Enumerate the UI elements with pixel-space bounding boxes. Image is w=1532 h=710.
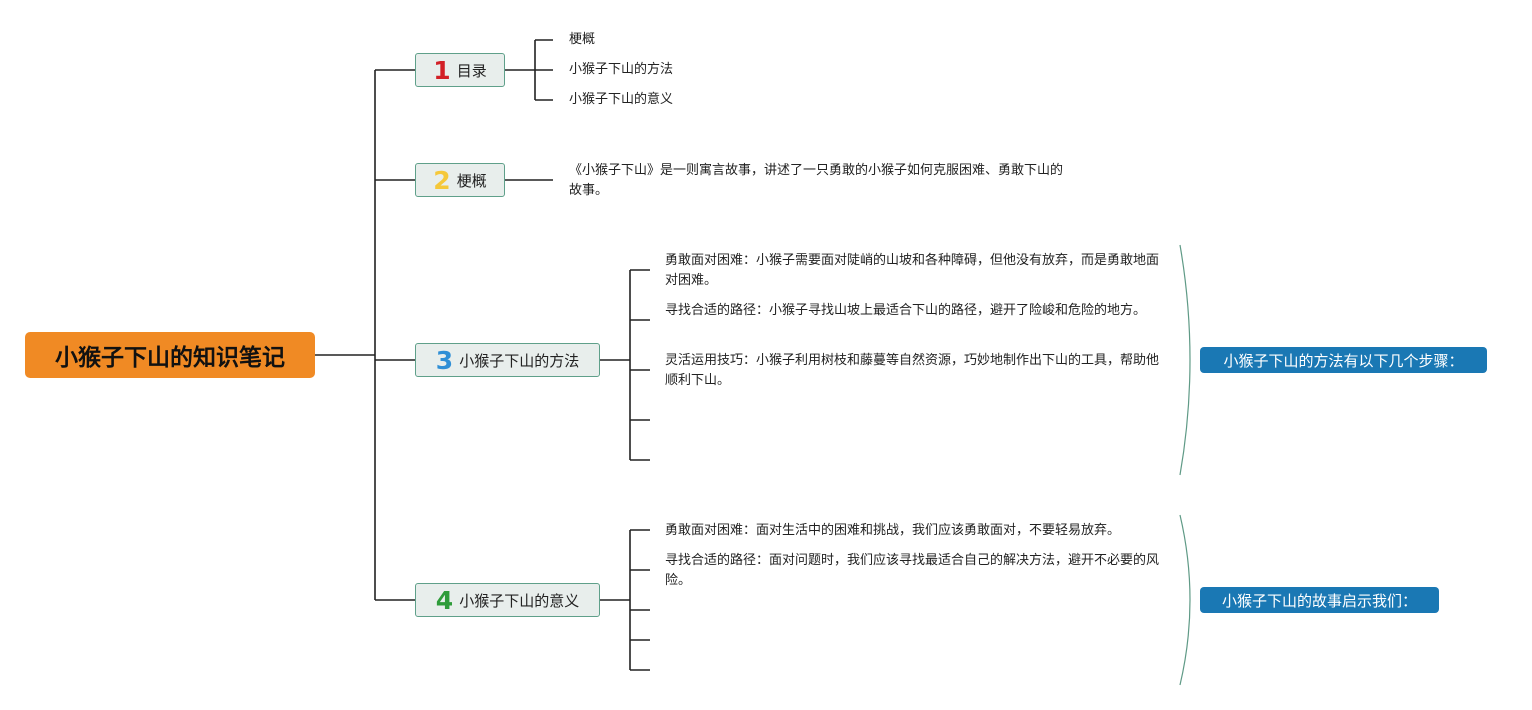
toc-item-meaning[interactable]: 小猴子下山的意义 (569, 92, 674, 107)
synopsis-text[interactable]: 《小猴子下山》是一则寓言故事，讲述了一只勇敢的小猴子如何克服困难、勇敢下山的故事… (569, 163, 1064, 198)
branch-label: 目录 (456, 61, 487, 80)
branch-label: 小猴子下山的方法 (459, 351, 580, 370)
meaning-item-1[interactable]: 勇敢面对困难：面对生活中的困难和挑战，我们应该勇敢面对，不要轻易放弃。 (665, 523, 1121, 538)
method-summary[interactable]: 小猴子下山的方法有以下几个步骤： (1200, 347, 1487, 373)
method-item-1[interactable]: 勇敢面对困难：小猴子需要面对陡峭的山坡和各种障碍，但他没有放弃，而是勇敢地面对困… (665, 253, 1160, 288)
branch-label: 小猴子下山的意义 (459, 591, 580, 610)
summary-brace-3 (1179, 244, 1191, 476)
meaning-item-2[interactable]: 寻找合适的路径：面对问题时，我们应该寻找最适合自己的解决方法，避开不必要的风险。 (665, 553, 1160, 588)
root-topic[interactable]: 小猴子下山的知识笔记 (25, 332, 315, 378)
summary-label: 小猴子下山的故事启示我们： (1221, 591, 1417, 610)
branch-method[interactable]: 3 小猴子下山的方法 (415, 343, 600, 377)
meaning-summary[interactable]: 小猴子下山的故事启示我们： (1200, 587, 1439, 613)
method-item-2[interactable]: 寻找合适的路径：小猴子寻找山坡上最适合下山的路径，避开了险峻和危险的地方。 (665, 303, 1147, 318)
number-2-icon: 2 (433, 165, 451, 195)
number-3-icon: 3 (435, 345, 454, 375)
branch-label: 梗概 (456, 171, 487, 190)
toc-item-summary[interactable]: 梗概 (569, 32, 596, 47)
summary-brace-4 (1179, 514, 1191, 686)
toc-item-method[interactable]: 小猴子下山的方法 (569, 62, 674, 77)
branch-meaning[interactable]: 4 小猴子下山的意义 (415, 583, 600, 617)
branch-synopsis[interactable]: 2 梗概 (415, 163, 505, 197)
branch-table-of-contents[interactable]: 1 目录 (415, 53, 505, 87)
number-1-icon: 1 (433, 55, 451, 85)
summary-label: 小猴子下山的方法有以下几个步骤： (1223, 351, 1464, 370)
number-4-icon: 4 (435, 585, 454, 615)
method-item-3[interactable]: 灵活运用技巧：小猴子利用树枝和藤蔓等自然资源，巧妙地制作出下山的工具，帮助他顺利… (665, 353, 1160, 388)
root-title: 小猴子下山的知识笔记 (55, 345, 285, 371)
